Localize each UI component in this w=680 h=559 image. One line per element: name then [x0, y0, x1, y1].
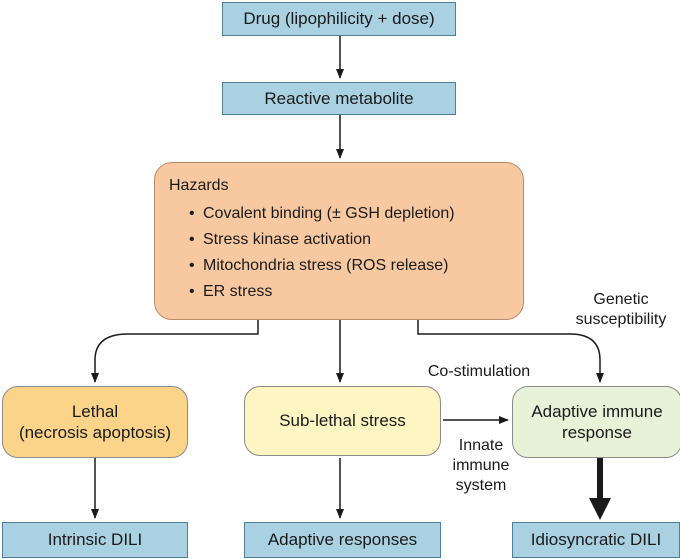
adaptive-responses-label: Adaptive responses — [267, 530, 418, 550]
reactive-metabolite-label: Reactive metabolite — [264, 88, 414, 108]
adaptive-immune-label-line2: response — [562, 423, 632, 442]
idiosyncratic-dili-node: Idiosyncratic DILI — [512, 522, 680, 558]
costimulation-label: Co-stimulation — [427, 363, 531, 380]
genetic-label-line2: susceptibility — [575, 311, 667, 328]
lethal-label-line2: (necrosis apoptosis) — [18, 423, 172, 442]
arrow-hazards-to-immune — [417, 320, 604, 383]
hazard-item: • Stress kinase activation — [189, 231, 513, 249]
intrinsic-dili-node: Intrinsic DILI — [2, 522, 188, 558]
hazards-node: Hazards • Covalent binding (± GSH depleti… — [154, 162, 524, 320]
genetic-susceptibility-label: Genetic susceptibility — [560, 290, 680, 330]
reactive-metabolite-node: Reactive metabolite — [222, 82, 456, 115]
bullet-icon: • — [189, 231, 195, 248]
hazard-item: • ER stress — [189, 283, 513, 301]
bullet-icon: • — [189, 257, 195, 274]
hazard-item-label: ER stress — [203, 283, 273, 300]
adaptive-immune-node: Adaptive immune response — [512, 386, 680, 458]
hazard-item-label: Stress kinase activation — [203, 231, 372, 248]
innate-label-line2: immune — [452, 457, 510, 474]
genetic-label-line1: Genetic — [593, 291, 649, 308]
hazard-item: • Covalent binding (± GSH depletion) — [189, 205, 513, 223]
adaptive-responses-node: Adaptive responses — [244, 522, 441, 558]
sublethal-node: Sub-lethal stress — [244, 386, 441, 456]
intrinsic-dili-label: Intrinsic DILI — [47, 530, 143, 550]
sublethal-label: Sub-lethal stress — [279, 411, 406, 431]
bullet-icon: • — [189, 283, 195, 300]
arrow-immune-to-idiosyncratic-dili-head — [589, 498, 611, 520]
innate-immune-system-label: Innate immune system — [440, 436, 522, 496]
hazards-title: Hazards — [169, 177, 229, 194]
drug-node-label: Drug (lipophilicity + dose) — [243, 9, 435, 29]
idiosyncratic-dili-label: Idiosyncratic DILI — [530, 530, 662, 550]
lethal-node: Lethal (necrosis apoptosis) — [2, 386, 188, 458]
adaptive-immune-label-line1: Adaptive immune — [531, 401, 663, 421]
hazard-item-label: Covalent binding (± GSH depletion) — [203, 205, 455, 222]
hazards-list: • Covalent binding (± GSH depletion) • Str… — [169, 205, 513, 301]
innate-label-line3: system — [455, 477, 507, 494]
hazard-item-label: Mitochondria stress (ROS release) — [203, 257, 449, 274]
lethal-label-line1: Lethal — [71, 401, 119, 421]
bullet-icon: • — [189, 205, 195, 222]
innate-label-line1: Innate — [458, 437, 504, 454]
hazard-item: • Mitochondria stress (ROS release) — [189, 257, 513, 275]
drug-node: Drug (lipophilicity + dose) — [222, 2, 456, 36]
arrow-hazards-to-lethal — [91, 320, 259, 383]
